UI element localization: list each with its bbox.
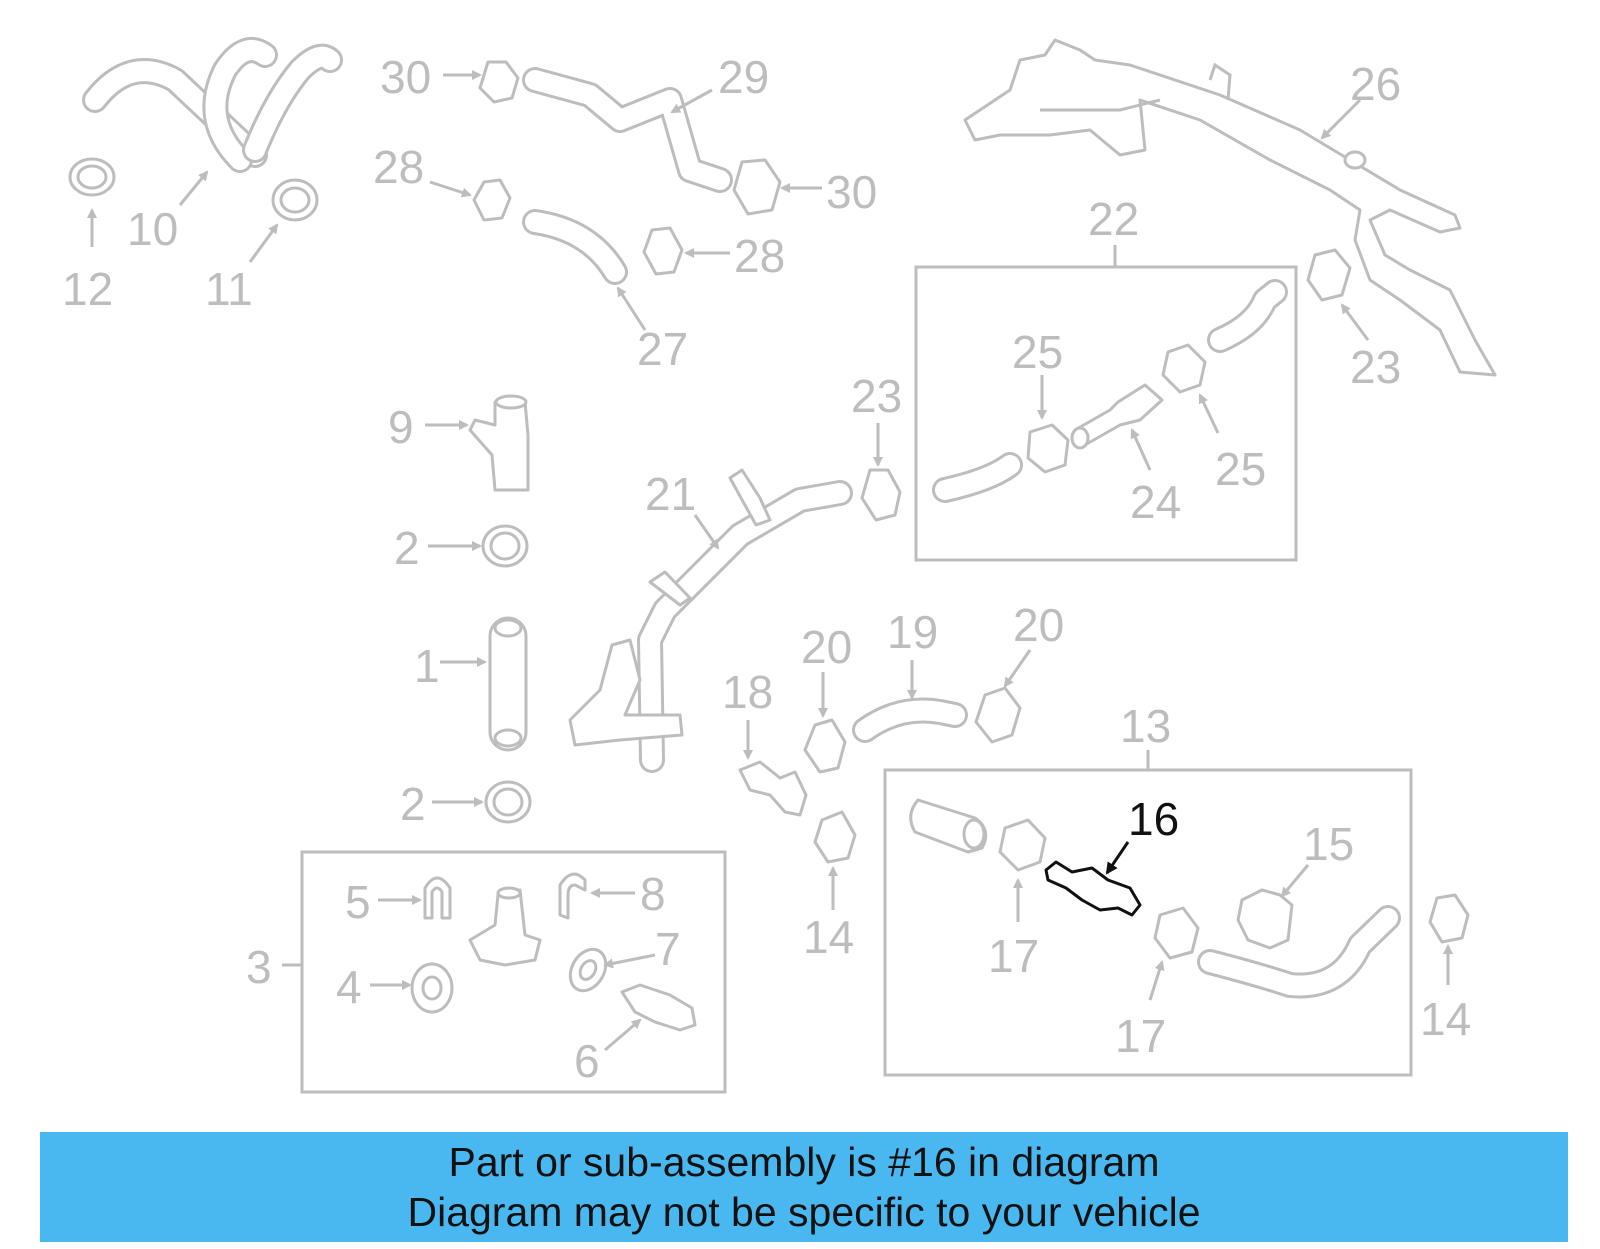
clamp-17a-part xyxy=(998,818,1047,872)
callout-20b: 20 xyxy=(1013,599,1064,651)
callout-30a: 30 xyxy=(380,51,431,103)
hose-22-part xyxy=(932,279,1288,503)
leader-10 xyxy=(178,170,209,206)
clamp-17b-part xyxy=(1153,906,1200,960)
clamp-12-part xyxy=(68,157,116,197)
hose-27-part xyxy=(522,209,628,285)
tee-fitting-part xyxy=(468,886,542,967)
box-22 xyxy=(914,265,1298,562)
callout-13: 13 xyxy=(1120,700,1171,752)
callout-14b: 14 xyxy=(1420,993,1471,1045)
callout-9: 9 xyxy=(388,401,414,453)
callout-17a: 17 xyxy=(988,930,1039,982)
callout-22: 22 xyxy=(1088,193,1139,245)
callout-2a: 2 xyxy=(394,522,420,574)
clamp-2a-part xyxy=(481,524,529,568)
hose-10-part xyxy=(82,37,343,173)
leader-7 xyxy=(603,953,656,969)
callout-6: 6 xyxy=(574,1035,600,1087)
connector-24-part xyxy=(1070,383,1164,450)
leader-29 xyxy=(670,88,713,114)
clamp-23b-part xyxy=(1306,248,1352,302)
callout-12: 12 xyxy=(62,263,113,315)
callout-4: 4 xyxy=(336,961,362,1013)
callout-23b: 23 xyxy=(1350,341,1401,393)
callout-28b: 28 xyxy=(734,230,785,282)
clamp-2b-part xyxy=(484,780,532,824)
leader-17b xyxy=(1148,960,1165,1001)
clamp-25a-part xyxy=(1026,423,1070,474)
clamp-28b-part xyxy=(642,226,684,276)
clamp-14b-part xyxy=(1428,893,1470,944)
leader-11 xyxy=(248,223,279,263)
hose-5-part xyxy=(423,876,452,920)
leader-16 xyxy=(1105,841,1130,875)
callout-16: 16 xyxy=(1128,793,1179,845)
callout-24: 24 xyxy=(1130,476,1181,528)
leader-20b xyxy=(1003,649,1032,688)
callout-10: 10 xyxy=(127,203,178,255)
callout-14a: 14 xyxy=(803,911,854,963)
clamp-30b-part xyxy=(732,158,782,216)
sensor-6-part xyxy=(620,983,697,1032)
callout-15: 15 xyxy=(1303,818,1354,870)
callout-18: 18 xyxy=(722,666,773,718)
hose-1-part xyxy=(488,616,528,752)
callout-17b: 17 xyxy=(1115,1010,1166,1062)
callout-8: 8 xyxy=(640,868,666,920)
clamp-20b-part xyxy=(974,686,1022,744)
callout-27: 27 xyxy=(637,323,688,375)
leader-23b xyxy=(1340,303,1370,341)
leader-21 xyxy=(693,514,720,550)
leader-28a xyxy=(429,180,472,198)
leader-25b xyxy=(1198,393,1220,434)
callout-21: 21 xyxy=(645,468,696,520)
callout-26: 26 xyxy=(1350,58,1401,110)
callout-23a: 23 xyxy=(851,370,902,422)
bracket-26-part xyxy=(963,38,1497,377)
leader-27 xyxy=(616,286,647,331)
callout-25b: 25 xyxy=(1215,443,1266,495)
callout-1: 1 xyxy=(414,640,440,692)
callout-19: 19 xyxy=(887,606,938,658)
callout-25a: 25 xyxy=(1012,326,1063,378)
hose-8-part xyxy=(558,872,587,920)
hose-13b-part xyxy=(1197,905,1401,999)
hose-13-part xyxy=(909,798,988,854)
leader-24 xyxy=(1130,428,1152,471)
hose-19-part xyxy=(852,697,968,743)
leader-6 xyxy=(604,1018,642,1052)
pipe-21-part xyxy=(568,468,853,773)
banner-part-note: Part or sub-assembly is #16 in diagram xyxy=(448,1139,1160,1185)
clamp-28a-part xyxy=(472,178,512,222)
clamp-14a-part xyxy=(813,810,857,864)
hose-29-part xyxy=(522,67,733,193)
callout-11: 11 xyxy=(205,263,253,315)
callout-7: 7 xyxy=(655,923,681,975)
washer-7-part xyxy=(568,947,608,993)
fitting-9-part xyxy=(468,394,530,492)
callout-2b: 2 xyxy=(400,778,426,830)
banner-disclaimer: Diagram may not be specific to your vehi… xyxy=(407,1189,1201,1235)
callout-29: 29 xyxy=(718,51,769,103)
leader-26 xyxy=(1320,98,1362,140)
callout-3: 3 xyxy=(246,941,272,993)
fitting-18-part xyxy=(738,760,808,817)
callout-20a: 20 xyxy=(801,621,852,673)
leader-15 xyxy=(1280,864,1310,898)
box-3 xyxy=(300,850,727,1094)
clamp-25b-part xyxy=(1161,343,1207,394)
clamp-30a-part xyxy=(478,60,520,104)
bracket-15-part xyxy=(1236,888,1294,950)
washer-4-part xyxy=(410,962,454,1014)
callout-28a: 28 xyxy=(373,141,424,193)
callout-5: 5 xyxy=(345,876,371,928)
highlighted-part-16[interactable] xyxy=(1044,860,1142,917)
clamp-23a-part xyxy=(860,468,902,522)
clamp-20a-part xyxy=(803,718,847,774)
info-banner: Part or sub-assembly is #16 in diagram D… xyxy=(40,1132,1568,1242)
clamp-11-part xyxy=(271,178,319,222)
callout-30b: 30 xyxy=(826,166,877,218)
